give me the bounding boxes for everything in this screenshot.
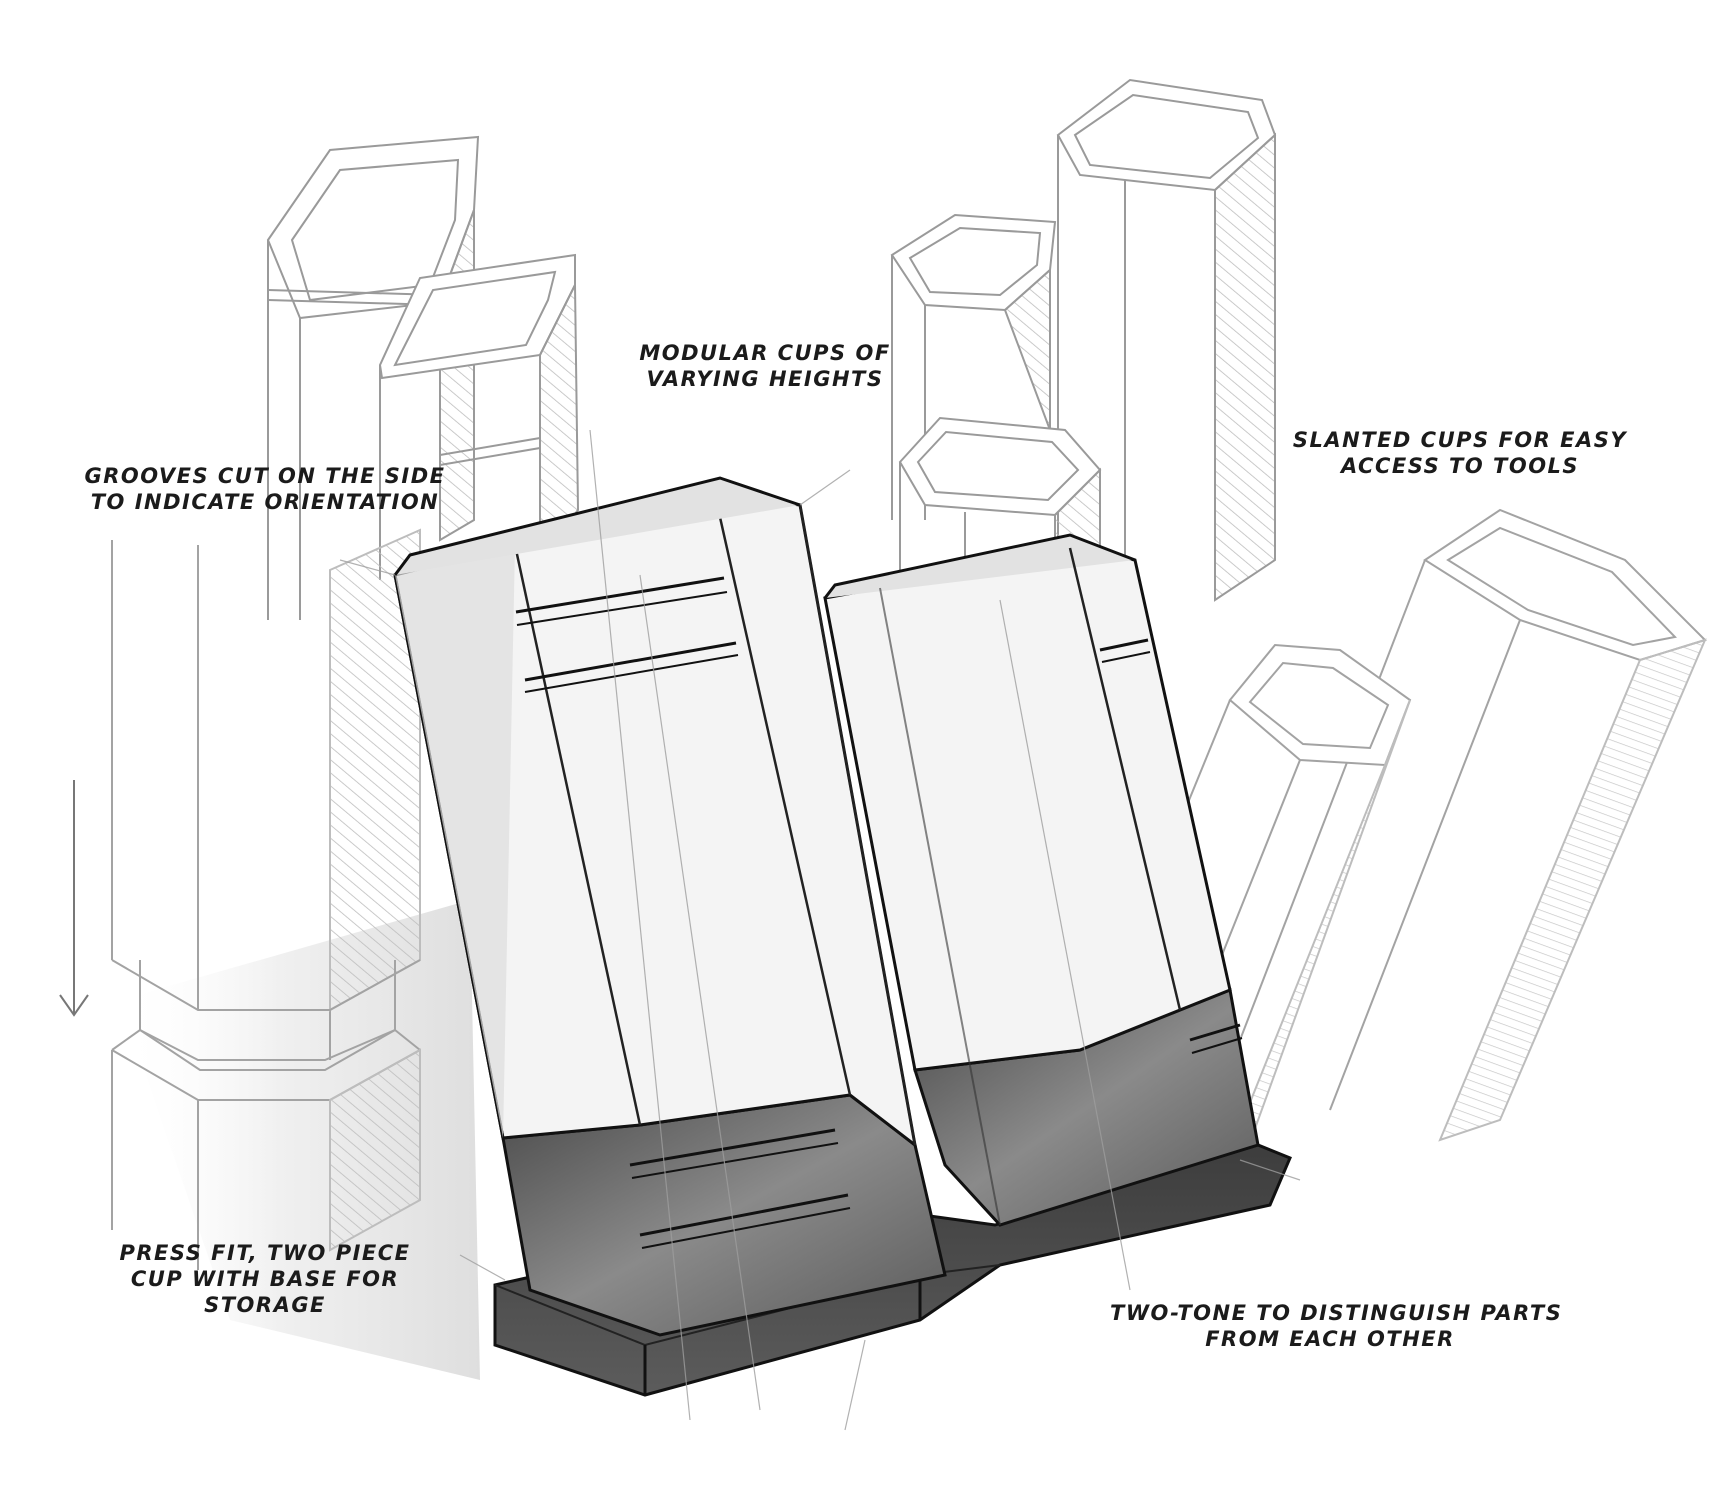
annotation-grooves-line2: TO INDICATE ORIENTATION [90, 490, 440, 514]
annotation-pressfit: PRESS FIT, TWO PIECE CUP WITH BASE FOR S… [110, 1240, 420, 1318]
annotation-modular-line2: VARYING HEIGHTS [646, 367, 884, 391]
sketch-cups-top-left [266, 135, 580, 620]
annotation-pressfit-line1: PRESS FIT, TWO PIECE [119, 1241, 411, 1265]
sketch-exploded-cup [59, 528, 421, 1270]
rendered-assembly [339, 429, 1301, 1431]
annotation-slanted-line1: SLANTED CUPS FOR EASY [1292, 428, 1628, 452]
annotation-twotone: TWO-TONE TO DISTINGUISH PARTS FROM EACH … [1110, 1300, 1563, 1352]
annotation-modular-line1: MODULAR CUPS OF [639, 341, 891, 365]
annotation-slanted: SLANTED CUPS FOR EASY ACCESS TO TOOLS [1290, 427, 1630, 479]
sketch-cups-top-right [890, 78, 1277, 610]
annotation-twotone-line1: TWO-TONE TO DISTINGUISH PARTS [1110, 1301, 1563, 1325]
annotation-pressfit-line3: STORAGE [204, 1293, 326, 1317]
annotation-slanted-line2: ACCESS TO TOOLS [1340, 454, 1580, 478]
annotation-twotone-line2: FROM EACH OTHER [1205, 1327, 1455, 1351]
annotation-grooves: GROOVES CUT ON THE SIDE TO INDICATE ORIE… [80, 463, 450, 515]
annotation-pressfit-line2: CUP WITH BASE FOR [130, 1267, 400, 1291]
annotation-modular: MODULAR CUPS OF VARYING HEIGHTS [615, 340, 915, 392]
sketch-slanted-cups [1139, 508, 1707, 1194]
annotation-grooves-line1: GROOVES CUT ON THE SIDE [84, 464, 446, 488]
ground-shadow [120, 900, 480, 1380]
